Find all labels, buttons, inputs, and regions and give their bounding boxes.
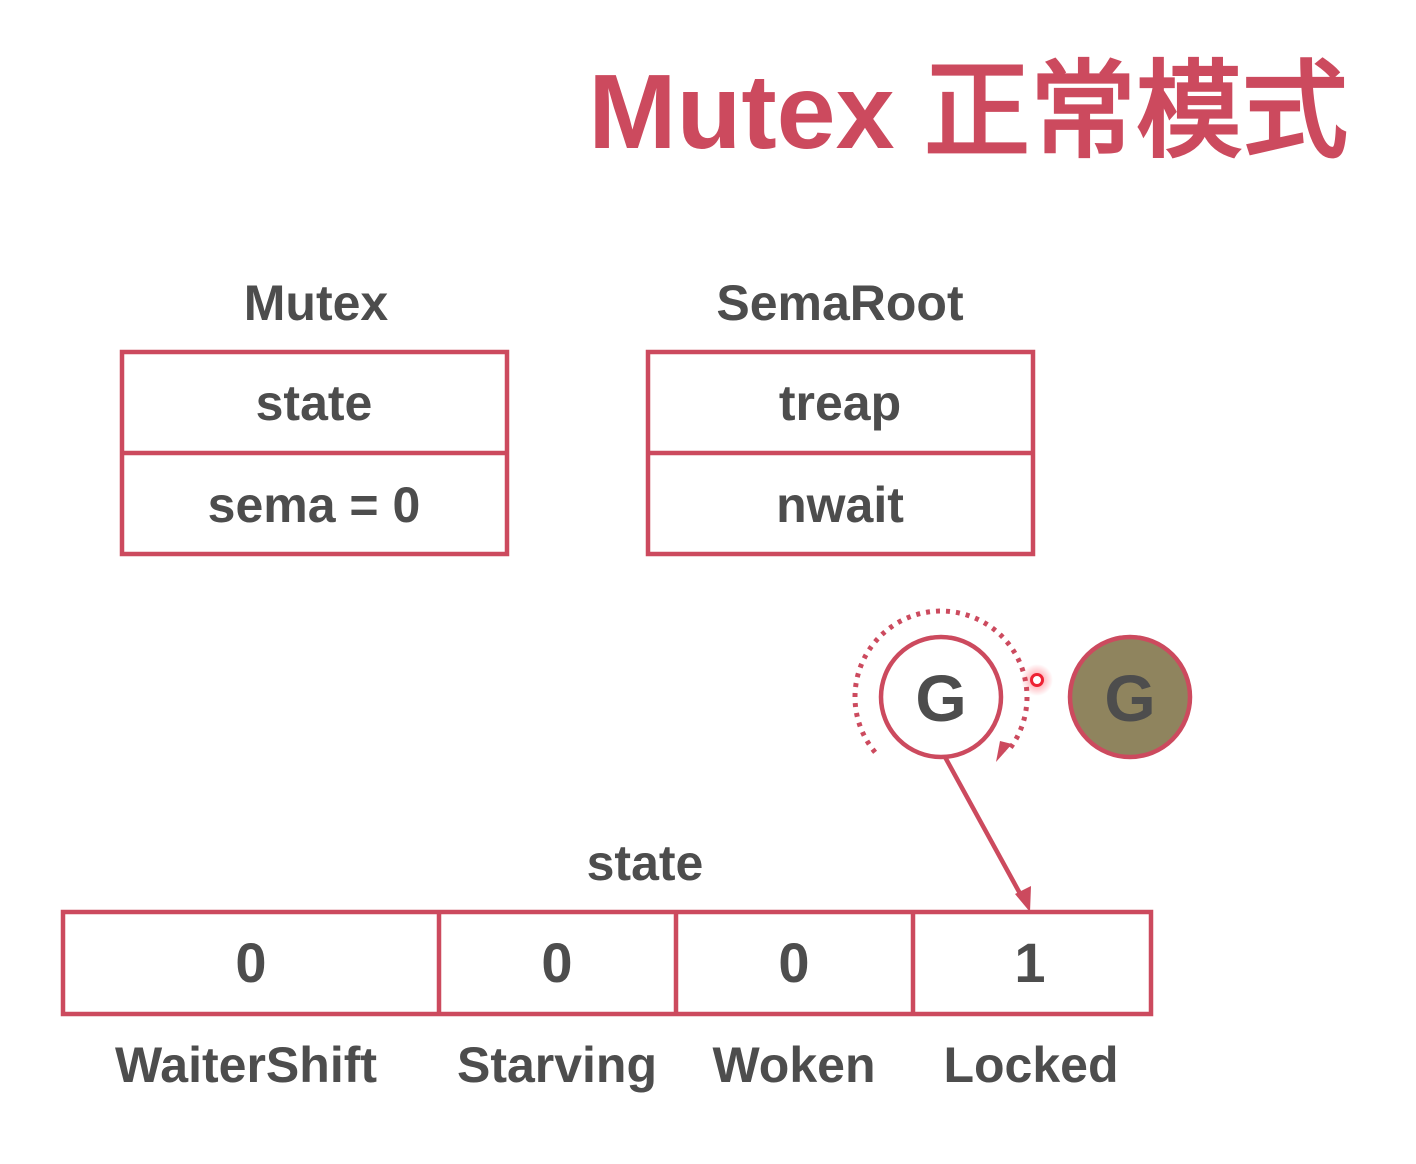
goroutine-circle [878,634,1004,760]
lock-arrow-line [943,755,1025,901]
state-bitfield-box [60,909,1154,1017]
mutex-field-state: state [256,375,373,431]
state-bitfield: state 0 0 0 1 WaiterShift Starving Woken… [60,835,1154,1093]
semaroot-field-nwait: nwait [776,477,904,533]
bit-value-waitershift: 0 [235,931,266,994]
mutex-field-sema: sema = 0 [208,477,421,533]
spin-arrowhead-icon [996,741,1012,762]
goroutine-spinning: G [852,608,1030,762]
bit-name-locked: Locked [943,1037,1118,1093]
bit-name-woken: Woken [713,1037,876,1093]
mutex-struct: Mutex state sema = 0 [119,275,510,557]
mutex-struct-label: Mutex [244,275,389,331]
lock-arrow-head-icon [1015,886,1031,912]
semaroot-struct-label: SemaRoot [716,275,964,331]
bit-value-woken: 0 [778,931,809,994]
goroutine-waiting: G [1067,634,1193,760]
bit-value-starving: 0 [541,931,572,994]
lock-arrow [943,755,1031,912]
goroutine-circle [1067,634,1193,760]
goroutine-label: G [915,661,966,735]
pointer-dot-icon [1021,664,1053,696]
state-bitfield-label: state [587,835,704,891]
goroutine-label: G [1104,661,1155,735]
bit-name-waitershift: WaiterShift [115,1037,377,1093]
semaroot-struct: SemaRoot treap nwait [645,275,1036,557]
page-title: Mutex 正常模式 [588,53,1348,171]
bit-name-starving: Starving [457,1037,657,1093]
bit-value-locked: 1 [1014,931,1045,994]
semaroot-field-treap: treap [779,375,901,431]
